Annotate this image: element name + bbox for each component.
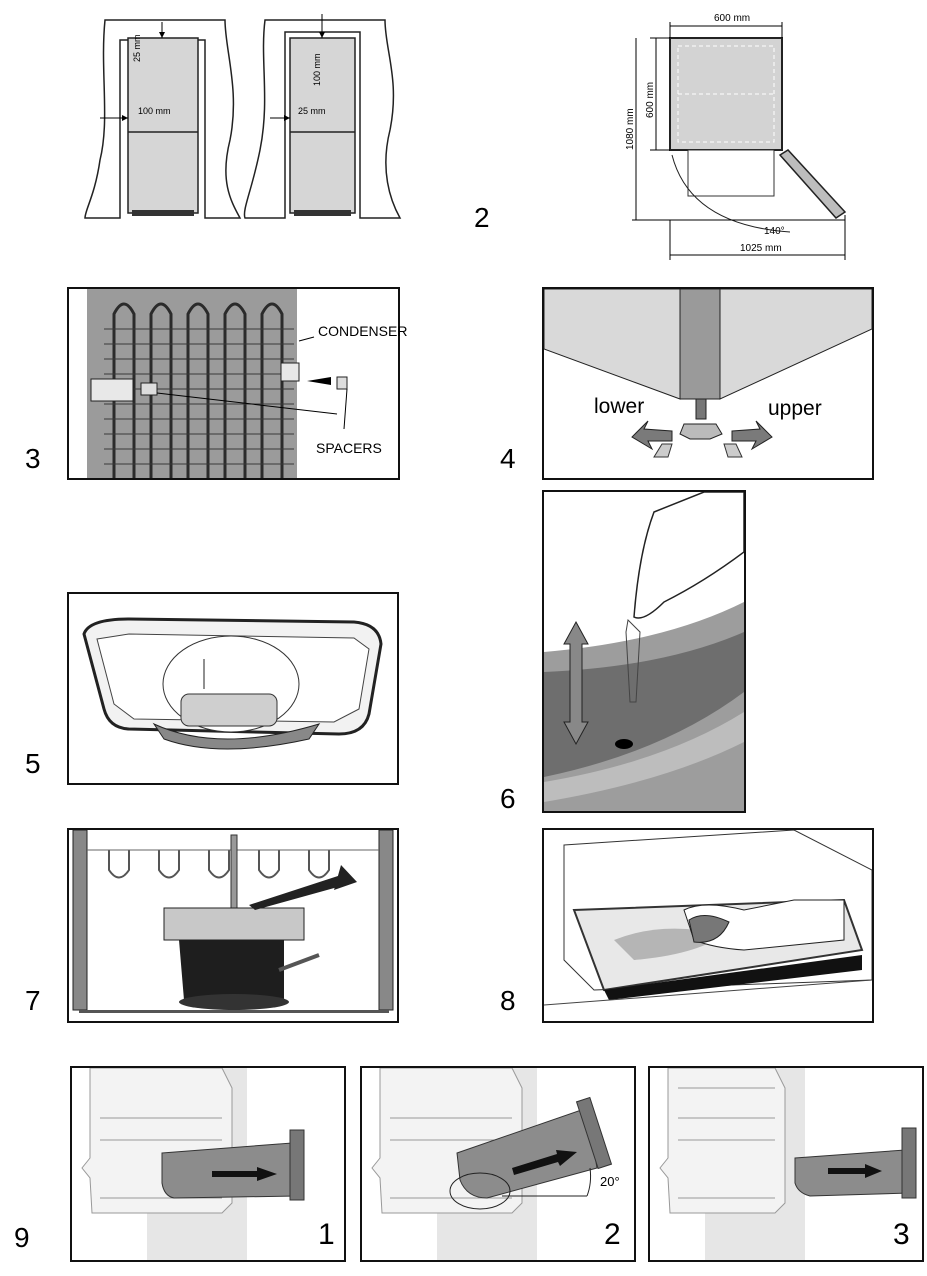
dim-width: 600 mm (714, 13, 751, 24)
figure-4-panel (542, 287, 874, 480)
figure-5-number: 5 (25, 748, 41, 779)
figure-9-step-2-panel (360, 1066, 636, 1262)
figure-2-number: 2 (474, 202, 490, 233)
dim-height: 1080 mm (625, 108, 636, 150)
lower-label: lower (594, 395, 645, 418)
figure-9-step-1-panel (70, 1066, 346, 1262)
figure-7-number: 7 (25, 985, 41, 1016)
dim-depth: 600 mm (645, 81, 656, 118)
dim-angle: 140° (764, 226, 785, 237)
dim-right-top: 100 mm (312, 53, 322, 86)
figure-7-panel (67, 828, 399, 1023)
condenser-label: CONDENSER (318, 323, 408, 339)
step-3-label: 3 (893, 1218, 910, 1251)
figure-9-number: 9 (14, 1222, 30, 1253)
step-2-label: 2 (604, 1218, 621, 1251)
figure-9-step-3-panel (648, 1066, 924, 1262)
angle-20-label: 20° (600, 1174, 620, 1189)
figure-1-clearance-diagram (84, 14, 402, 219)
dim-left-top: 25 mm (132, 34, 142, 62)
figure-3-panel (67, 287, 400, 480)
figure-8-number: 8 (500, 985, 516, 1016)
step-1-label: 1 (318, 1218, 335, 1251)
dim-left-side: 100 mm (138, 106, 171, 116)
spacers-label: SPACERS (316, 440, 382, 456)
figure-2-dimension-diagram (632, 22, 847, 260)
dim-swing: 1025 mm (740, 243, 782, 254)
figure-3-number: 3 (25, 443, 41, 474)
figure-8-panel (542, 828, 874, 1023)
upper-label: upper (768, 397, 822, 420)
figure-5-panel (67, 592, 399, 785)
figure-4-number: 4 (500, 443, 516, 474)
figure-6-panel (542, 490, 746, 813)
dim-right-side: 25 mm (298, 106, 326, 116)
figure-6-number: 6 (500, 783, 516, 814)
